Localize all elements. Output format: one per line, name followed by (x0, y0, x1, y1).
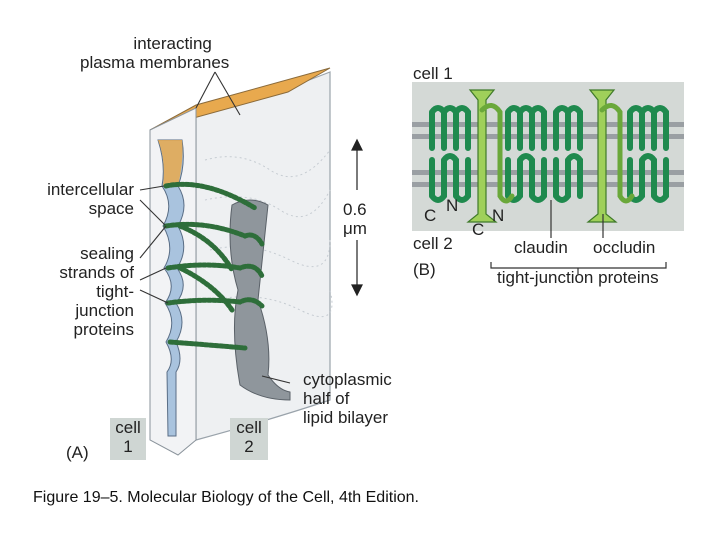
cell1-box: cell 1 (110, 418, 146, 460)
panel-b-pointers (490, 200, 667, 274)
panel-b-membranes (412, 122, 684, 187)
terminus-n-mid: N (492, 206, 505, 225)
terminus-n-left: N (446, 196, 459, 215)
label-intercellular-line2: space (88, 199, 134, 218)
label-interacting-line1: interacting (133, 34, 212, 53)
occludin-loops (479, 103, 635, 204)
cell1-box-line1: cell (115, 418, 141, 437)
label-sealing-line1: sealing (80, 244, 134, 263)
label-interacting-membranes: interacting plasma membranes (80, 34, 229, 72)
label-intercellular-space: intercellular space (22, 180, 134, 218)
label-sealing-strands: sealing strands of tight- junction prote… (22, 244, 134, 339)
label-sealing-line2: strands of (59, 263, 134, 282)
terminus-c-left: C (424, 206, 437, 225)
panel-b-cell1-label: cell 1 (413, 64, 453, 83)
claudin-label: claudin (514, 238, 568, 257)
panel-b-cell2-label: cell 2 (413, 234, 453, 253)
label-scale-value: 0.6 (343, 200, 367, 219)
figure-caption: Figure 19–5. Molecular Biology of the Ce… (33, 489, 419, 506)
panel-a-letter: (A) (66, 443, 89, 462)
claudin-proteins (429, 105, 669, 203)
label-cytoplasmic-line3: lipid bilayer (303, 408, 389, 427)
label-scale: 0.6 μm (343, 200, 367, 238)
cell2-box: cell 2 (230, 418, 268, 460)
occludin-proteins (466, 89, 618, 223)
scale-arrow (351, 138, 363, 297)
label-cytoplasmic-line1: cytoplasmic (303, 370, 392, 389)
label-intercellular-line1: intercellular (47, 180, 134, 199)
label-scale-unit: μm (343, 219, 367, 238)
terminus-c-mid: C (472, 220, 485, 239)
label-interacting-line2: plasma membranes (80, 53, 230, 72)
tight-junction-proteins-label: tight-junction proteins (497, 268, 659, 287)
label-sealing-line3: tight- (96, 282, 134, 301)
label-sealing-line4: junction (75, 301, 134, 320)
cell1-box-line2: 1 (123, 437, 133, 456)
label-cytoplasmic-line2: half of (303, 389, 350, 408)
pointer-lines (139, 71, 291, 384)
intercellular-tan (158, 140, 183, 186)
sealing-strands (163, 181, 265, 351)
occludin-label: occludin (593, 238, 656, 257)
cell2-box-line1: cell (236, 418, 262, 437)
label-sealing-line5: proteins (73, 320, 134, 339)
label-cytoplasmic: cytoplasmic half of lipid bilayer (303, 370, 392, 427)
panel-b-letter: (B) (413, 260, 436, 279)
cell2-box-line2: 2 (244, 437, 254, 456)
